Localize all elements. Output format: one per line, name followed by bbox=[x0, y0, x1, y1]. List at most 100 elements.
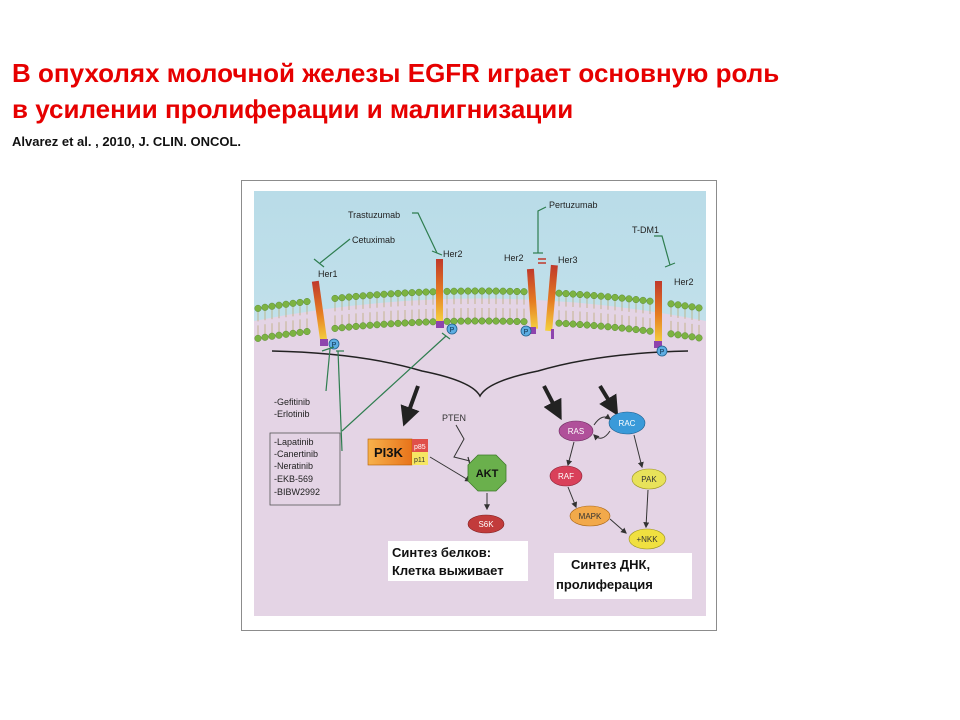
lipid-head bbox=[429, 318, 437, 326]
svg-text:MAPK: MAPK bbox=[579, 512, 602, 521]
lipid-head bbox=[618, 324, 626, 332]
label-her2-a: Her2 bbox=[443, 249, 463, 259]
lipid-head bbox=[408, 289, 416, 297]
lipid-head bbox=[688, 303, 696, 311]
lipid-head bbox=[625, 295, 633, 303]
lipid-head bbox=[681, 302, 689, 310]
lipid-head bbox=[275, 331, 283, 339]
svg-text:P: P bbox=[450, 327, 455, 334]
lipid-head bbox=[331, 294, 339, 302]
lipid-head bbox=[639, 326, 647, 334]
lipid-head bbox=[576, 291, 584, 299]
lipid-head bbox=[366, 321, 374, 329]
lipid-head bbox=[261, 303, 269, 311]
lipid-head bbox=[583, 291, 591, 299]
lipid-head bbox=[471, 317, 479, 325]
lipid-head bbox=[415, 288, 423, 296]
lipid-head bbox=[268, 332, 276, 340]
lipid-head bbox=[345, 323, 353, 331]
lipid-head bbox=[695, 304, 703, 312]
outcome-left-line1: Синтез белков: bbox=[392, 545, 491, 560]
node-mapk: MAPK bbox=[569, 505, 611, 527]
lipid-head bbox=[506, 287, 514, 295]
svg-text:p11: p11 bbox=[414, 457, 425, 464]
lipid-head bbox=[478, 287, 486, 295]
lipid-head bbox=[611, 293, 619, 301]
lipid-head bbox=[450, 317, 458, 325]
lipid-head bbox=[632, 326, 640, 334]
phospho-her1: P bbox=[328, 338, 340, 350]
pten-inhibit bbox=[453, 424, 471, 462]
arrow-pak-jnk bbox=[643, 489, 650, 529]
label-pertuzumab: Pertuzumab bbox=[549, 200, 598, 210]
outcome-right-line2: пролиферация bbox=[556, 577, 653, 592]
arrow-ras-raf bbox=[566, 441, 575, 467]
arrow-pi3k-akt bbox=[429, 456, 472, 482]
svg-text:RAS: RAS bbox=[568, 427, 584, 436]
drug-lapatinib: -Lapatinib bbox=[274, 437, 314, 447]
lipid-head bbox=[359, 292, 367, 300]
arrow-rac-ras bbox=[593, 430, 611, 441]
label-her2-b: Her2 bbox=[504, 253, 524, 263]
lipid-head bbox=[366, 291, 374, 299]
arrow-to-ras bbox=[542, 385, 562, 421]
svg-text:p85: p85 bbox=[414, 444, 426, 451]
phospho-her2-b: P bbox=[520, 325, 532, 337]
svg-text:P: P bbox=[660, 349, 665, 356]
svg-text:P: P bbox=[524, 329, 529, 336]
lipid-head bbox=[646, 327, 654, 335]
lipid-head bbox=[618, 294, 626, 302]
lipid-head bbox=[373, 321, 381, 329]
lipid-head bbox=[289, 329, 297, 337]
lipid-head bbox=[639, 296, 647, 304]
lipid-head bbox=[352, 322, 360, 330]
node-raf: RAF bbox=[549, 465, 583, 487]
svg-text:S6K: S6K bbox=[478, 520, 494, 529]
lipid-head bbox=[275, 301, 283, 309]
label-her1: Her1 bbox=[318, 269, 338, 279]
lipid-head bbox=[471, 287, 479, 295]
lipid-head bbox=[387, 320, 395, 328]
lipid-head bbox=[625, 325, 633, 333]
lipid-head bbox=[499, 287, 507, 295]
receptor-her2-a bbox=[436, 259, 444, 328]
drug-bibw2992: -BIBW2992 bbox=[274, 487, 320, 497]
lipid-head bbox=[492, 287, 500, 295]
signal-brace bbox=[271, 350, 689, 398]
lipid-head bbox=[387, 290, 395, 298]
lipid-head bbox=[401, 289, 409, 297]
lipid-head bbox=[373, 291, 381, 299]
lipid-head bbox=[380, 290, 388, 298]
lipid-head bbox=[555, 289, 563, 297]
node-pi3k: PI3K p85 p11 bbox=[367, 438, 428, 466]
lipid-head bbox=[352, 292, 360, 300]
lipid-head bbox=[394, 319, 402, 327]
lipid-head bbox=[562, 320, 570, 328]
lipid-head bbox=[590, 292, 598, 300]
lipid-head bbox=[506, 317, 514, 325]
node-rac: RAC bbox=[608, 411, 646, 435]
label-trastuzumab: Trastuzumab bbox=[348, 210, 400, 220]
lipid-head bbox=[296, 328, 304, 336]
lipid-head bbox=[583, 321, 591, 329]
node-ras: RAS bbox=[558, 420, 594, 442]
lipid-head bbox=[555, 319, 563, 327]
svg-text:P: P bbox=[332, 342, 337, 349]
cell-membrane bbox=[254, 287, 703, 342]
phospho-her2-a: P bbox=[446, 323, 458, 335]
arrow-to-pi3k bbox=[400, 385, 420, 427]
lipid-head bbox=[457, 287, 465, 295]
lipid-head bbox=[415, 318, 423, 326]
lipid-head bbox=[520, 288, 528, 296]
lipid-head bbox=[338, 324, 346, 332]
arrow-rac-pak bbox=[633, 434, 644, 469]
lipid-head bbox=[492, 317, 500, 325]
lipid-head bbox=[681, 332, 689, 340]
lipid-head bbox=[289, 299, 297, 307]
node-pak: PAK bbox=[631, 468, 667, 490]
lipid-head bbox=[422, 288, 430, 296]
receptor-her2-b bbox=[526, 268, 539, 334]
title-line-1: В опухолях молочной железы EGFR играет о… bbox=[12, 58, 780, 88]
node-jnk: +NKK bbox=[628, 528, 666, 550]
outcome-left-line2: Клетка выживает bbox=[392, 563, 504, 578]
